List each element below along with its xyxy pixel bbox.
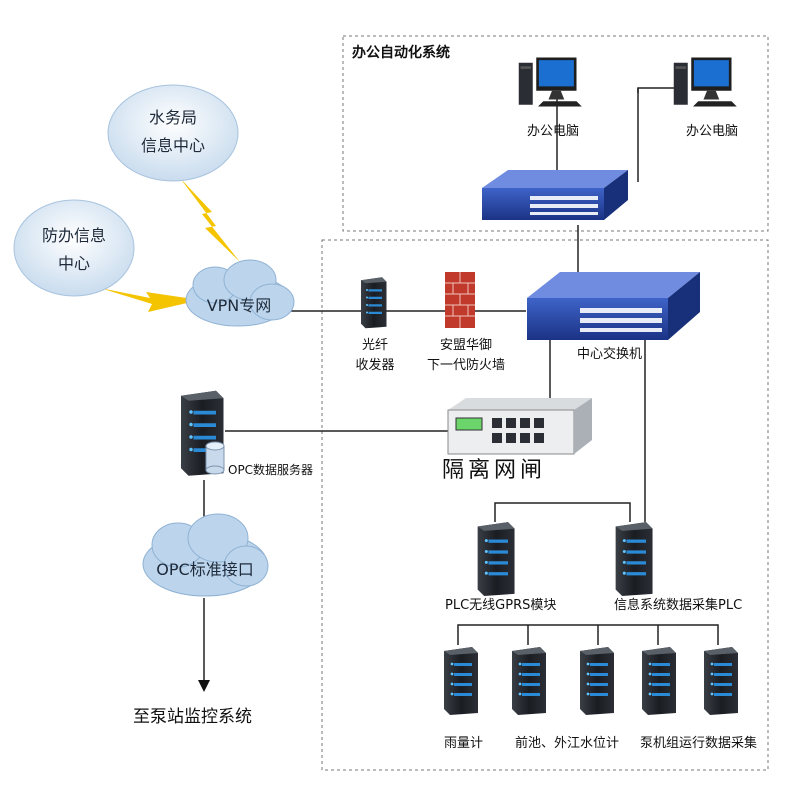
bolt-lower-icon [100,288,200,312]
cloud-opc-icon [142,513,269,597]
plc-gprs-server-icon [477,522,515,596]
cloud-flood-text: 防办信息 中心 [20,222,128,278]
cloud-flood-line2: 中心 [57,254,90,273]
opc-interface-label: OPC标准接口 [156,560,254,579]
pump-station-label: 至泵站监控系统 [133,707,252,727]
core-switch-label: 中心交换机 [577,347,643,362]
water-level-label: 前池、外江水位计 [515,736,620,751]
cloud-flood-line1: 防办信息 [41,226,106,245]
fiber-line2: 收发器 [355,358,395,373]
info-plc-server-icon [615,522,653,596]
cloud-flood-icon [13,199,135,297]
control-zone-border [321,239,769,771]
fiber-line1: 光纤 [361,338,388,353]
office-pc-left-icon [518,57,582,107]
cloud-vpn-icon [185,259,295,327]
office-pc-right-icon [673,57,737,107]
office-switch-icon [482,170,628,220]
core-switch-icon [527,272,700,340]
pump-data-server-1-icon [642,647,676,715]
opc-server-label: OPC数据服务器 [228,463,314,477]
office-pc-left-label: 办公电脑 [527,124,580,139]
cloud-water-line1: 水务局 [148,108,197,127]
gatekeeper-icon [447,398,592,455]
office-pc-right-label: 办公电脑 [686,124,739,139]
database-icon [205,441,225,475]
firewall-line2: 下一代防火墙 [426,358,505,373]
bolt-upper-icon [180,178,240,262]
fiber-label: 光纤 收发器 [343,336,407,376]
cloud-water-line2: 信息中心 [140,136,205,155]
office-zone-border [342,35,769,232]
rain-gauge-label: 雨量计 [444,736,484,751]
water-level-server-2-icon [580,647,614,715]
water-level-server-1-icon [512,647,546,715]
cloud-water-icon [107,84,239,182]
pump-data-label: 泵机组运行数据采集 [640,736,758,751]
pump-data-server-2-icon [704,647,738,715]
cloud-water-text: 水务局 信息中心 [118,104,228,160]
firewall-label: 安盟华御 下一代防火墙 [418,336,514,376]
connection-lines [203,87,719,680]
vpn-label: VPN专网 [206,296,272,315]
rain-gauge-server-icon [444,647,478,715]
fiber-transceiver-icon [361,277,387,329]
firewall-line1: 安盟华御 [439,338,492,353]
arrow-head [198,680,210,692]
gatekeeper-label: 隔离网闸 [442,458,547,483]
office-zone-title: 办公自动化系统 [352,45,450,61]
info-plc-label: 信息系统数据采集PLC [614,598,743,613]
firewall-icon [445,272,475,328]
plc-gprs-label: PLC无线GPRS模块 [445,598,557,613]
